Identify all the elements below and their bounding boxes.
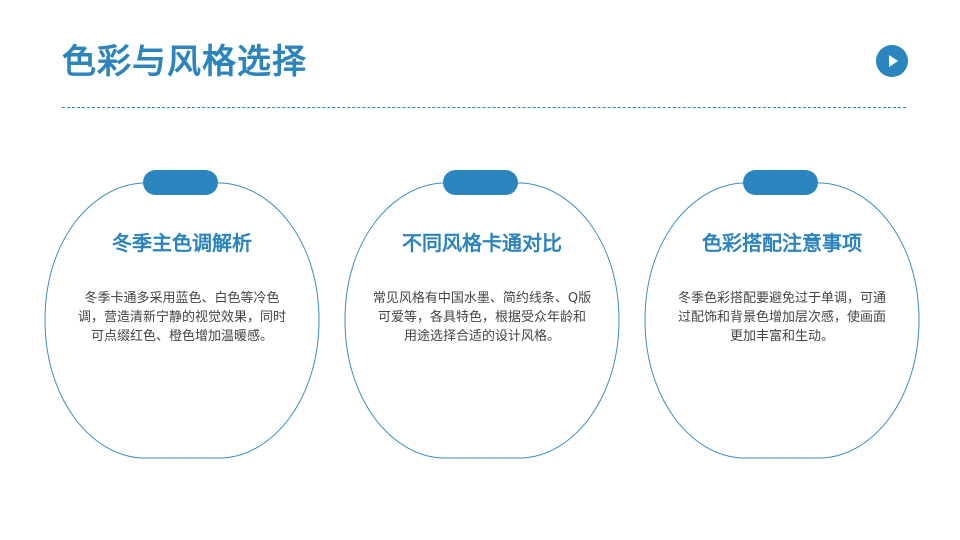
card-winter-palette: 冬季主色调解析 冬季卡通多采用蓝色、白色等冷色调，营造清新宁静的视觉效果，同时可… xyxy=(42,170,322,460)
card-color-tips: 色彩搭配注意事项 冬季色彩搭配要避免过于单调，可通过配饰和背景色增加层次感，使画… xyxy=(642,170,922,460)
play-button[interactable] xyxy=(876,45,908,77)
page-title: 色彩与风格选择 xyxy=(62,42,307,82)
card-heading: 不同风格卡通对比 xyxy=(402,231,562,255)
card-outline xyxy=(644,182,920,459)
card-tab xyxy=(443,170,518,195)
card-body: 冬季卡通多采用蓝色、白色等冷色调，营造清新宁静的视觉效果，同时可点缀红色、橙色增… xyxy=(77,291,286,344)
card-outline xyxy=(44,182,320,459)
card-tab xyxy=(743,170,818,195)
play-icon xyxy=(889,55,898,67)
card-tab xyxy=(143,170,218,195)
header-divider xyxy=(62,107,906,108)
card-body: 常见风格有中国水墨、简约线条、Q版可爱等，各具特色，根据受众年龄和用途选择合适的… xyxy=(372,291,592,344)
card-heading: 冬季主色调解析 xyxy=(112,231,252,255)
card-style-comparison: 不同风格卡通对比 常见风格有中国水墨、简约线条、Q版可爱等，各具特色，根据受众年… xyxy=(342,170,622,460)
card-body: 冬季色彩搭配要避免过于单调，可通过配饰和背景色增加层次感，使画面更加丰富和生动。 xyxy=(677,291,886,344)
card-outline xyxy=(344,182,620,459)
card-heading: 色彩搭配注意事项 xyxy=(702,231,862,255)
